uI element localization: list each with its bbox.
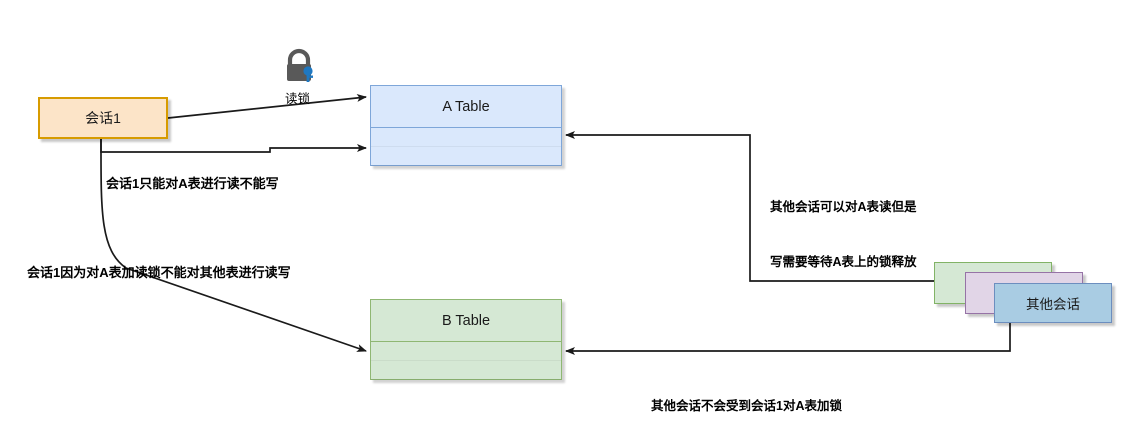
node-session1[interactable]: 会话1 [38,97,168,139]
annotation-others-unaffected: 其他会话不会受到会话1对A表加锁 的影响依然可以对其他表进行读写 [651,361,842,424]
table-b-row [371,342,561,361]
edge-session1-to-table-a-body [100,139,367,153]
table-b-title: B Table [441,312,491,329]
annotation-session1-cannot-access-other-tables: 会话1因为对A表加读锁不能对其他表进行读写 [27,265,291,280]
edge-other-sessions-to-table-b [565,323,1011,355]
table-a-header: A Table [371,86,561,128]
edge-session1-to-table-b [100,138,367,352]
table-b-body [371,342,561,380]
table-a-title: A Table [442,98,490,115]
annotation-others-can-read-a-line2: 写需要等待A表上的锁释放 [770,254,917,269]
node-session1-label: 会话1 [85,110,121,126]
edge-session1-to-table-a-read [167,93,367,119]
annotation-others-unaffected-line1: 其他会话不会受到会话1对A表加锁 [651,399,842,414]
table-b-header: B Table [371,300,561,342]
table-a-body [371,128,561,166]
annotation-others-can-read-a-line1: 其他会话可以对A表读但是 [770,200,917,215]
table-a-row [371,128,561,147]
lock-icon [287,48,313,82]
edge-label-read-lock: 读锁 [285,92,311,106]
node-table-a[interactable]: A Table [370,85,562,166]
annotation-others-can-read-a: 其他会话可以对A表读但是 写需要等待A表上的锁释放 [770,162,917,307]
node-other-sessions[interactable]: 其他会话 [994,283,1112,323]
node-other-sessions-label: 其他会话 [1026,297,1080,312]
table-a-row [371,147,561,166]
annotation-session1-read-only-a: 会话1只能对A表进行读不能写 [106,176,279,191]
node-table-b[interactable]: B Table [370,299,562,380]
table-b-row [371,361,561,380]
